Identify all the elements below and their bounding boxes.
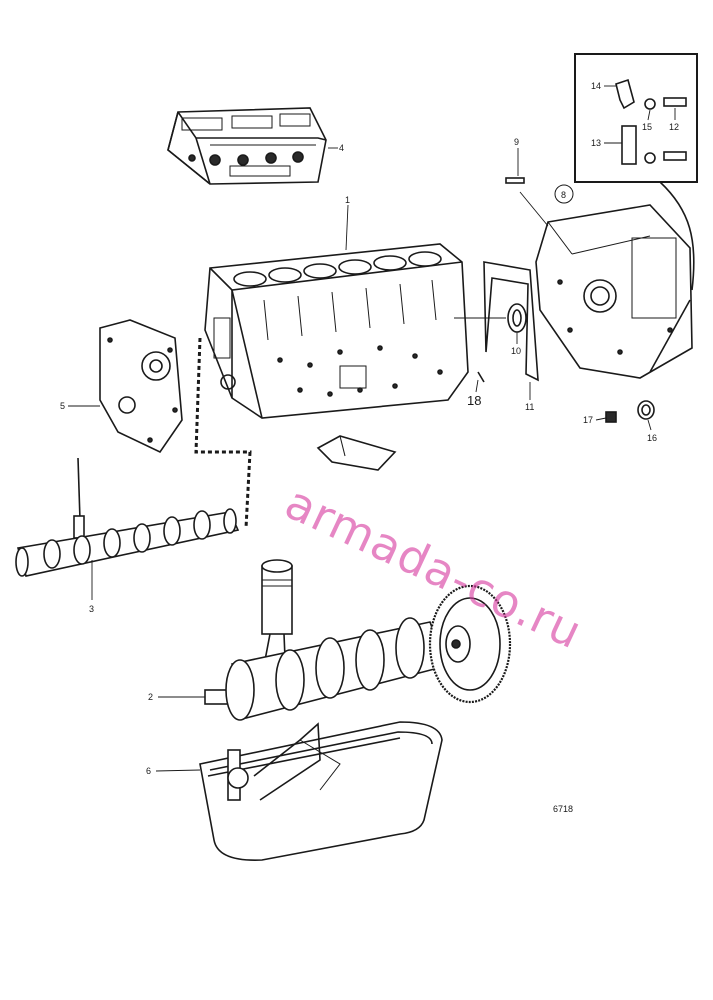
drawing-number: 6718 (553, 804, 574, 814)
detail-inset-box (574, 53, 698, 291)
callout-17: 17 (583, 415, 594, 425)
callout-8-ring (554, 184, 574, 204)
callout-15: 15 (642, 122, 653, 132)
callout-18: 18 (467, 393, 482, 408)
callout-11: 11 (525, 402, 535, 412)
callout-1: 1 (345, 195, 351, 205)
plug[interactable] (637, 400, 655, 420)
callout-4: 4 (339, 143, 345, 153)
rear-seal[interactable] (507, 303, 527, 333)
piston[interactable] (261, 559, 293, 684)
timing-cover[interactable] (99, 319, 183, 454)
detail-parts[interactable] (615, 78, 687, 165)
main-bearing-cap[interactable] (316, 435, 397, 471)
flywheel[interactable] (428, 584, 512, 704)
nut[interactable] (605, 411, 617, 423)
callout-3: 3 (89, 604, 95, 614)
callout-leaders (68, 85, 676, 772)
callout-10: 10 (511, 346, 522, 356)
dowel-pin[interactable] (505, 177, 525, 184)
callout-8: 8 (561, 190, 567, 200)
cylinder-head[interactable] (167, 107, 327, 185)
flywheel-housing[interactable] (535, 204, 693, 379)
callout-2: 2 (148, 692, 154, 702)
camshaft[interactable] (15, 457, 240, 577)
assembly-dashed-line (194, 337, 252, 529)
callout-13: 13 (591, 138, 602, 148)
callout-12: 12 (669, 122, 680, 132)
callout-5: 5 (60, 401, 66, 411)
callout-16: 16 (647, 433, 658, 443)
pin[interactable] (477, 371, 485, 383)
crankshaft[interactable] (204, 617, 448, 721)
callout-14: 14 (591, 81, 602, 91)
callout-6: 6 (146, 766, 152, 776)
gasket[interactable] (483, 261, 539, 382)
oil-sump[interactable] (199, 721, 443, 861)
cylinder-block[interactable] (204, 243, 469, 419)
callout-9: 9 (514, 137, 520, 147)
